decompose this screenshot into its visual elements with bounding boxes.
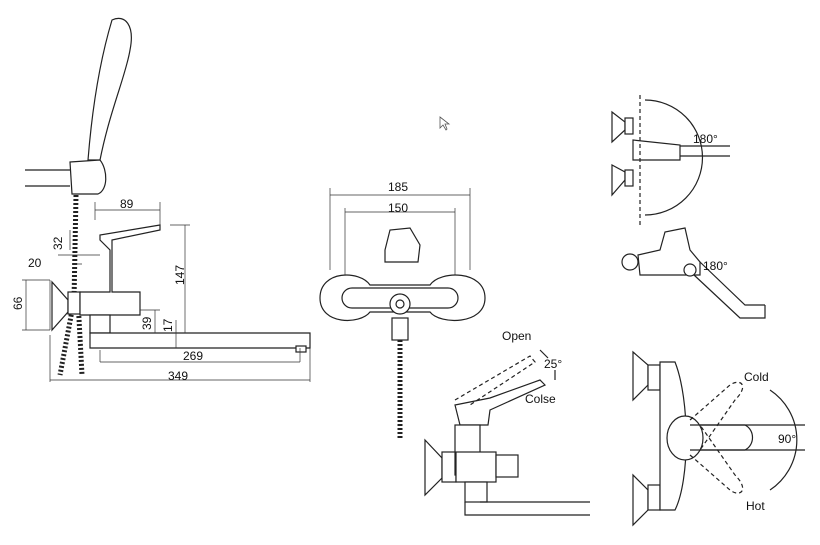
hot-label: Hot [746, 499, 765, 513]
lever-lift-angle: 25° [544, 357, 562, 371]
lever-lift-view: Open 25° Colse [424, 329, 590, 516]
mixer-body [79, 224, 161, 316]
shower-holder [69, 159, 107, 195]
top-rotation-view: 180° [611, 95, 730, 225]
top-rotation-angle: 180° [693, 132, 718, 146]
lever-open-label: Open [502, 329, 531, 343]
spout-rotation-view: 180° [621, 227, 766, 319]
dim-150: 150 [388, 201, 408, 215]
lever-temp-angle: 90° [778, 432, 796, 446]
lever-close-label: Colse [525, 392, 556, 406]
dim-39: 39 [140, 316, 154, 330]
dim-349: 349 [168, 369, 188, 383]
cold-label: Cold [744, 370, 769, 384]
front-view: 185 150 [319, 180, 486, 440]
shower-hose [57, 194, 85, 376]
hand-shower [87, 17, 132, 161]
front-lever [384, 227, 421, 263]
dim-20: 20 [28, 256, 42, 270]
dim-147: 147 [173, 265, 187, 285]
spout-rotation-angle: 180° [703, 259, 728, 273]
dim-32: 32 [51, 236, 65, 250]
dim-66: 66 [11, 296, 25, 310]
side-view: 89 32 20 66 147 39 17 269 349 [11, 17, 311, 383]
dim-185: 185 [388, 180, 408, 194]
lever-temperature-view: Cold 90° Hot [632, 350, 805, 527]
dim-269: 269 [183, 349, 203, 363]
mouse-cursor-icon [439, 116, 451, 131]
wall-flange [51, 280, 69, 332]
dim-17: 17 [161, 318, 175, 332]
dim-89: 89 [120, 197, 134, 211]
spout [89, 332, 311, 349]
